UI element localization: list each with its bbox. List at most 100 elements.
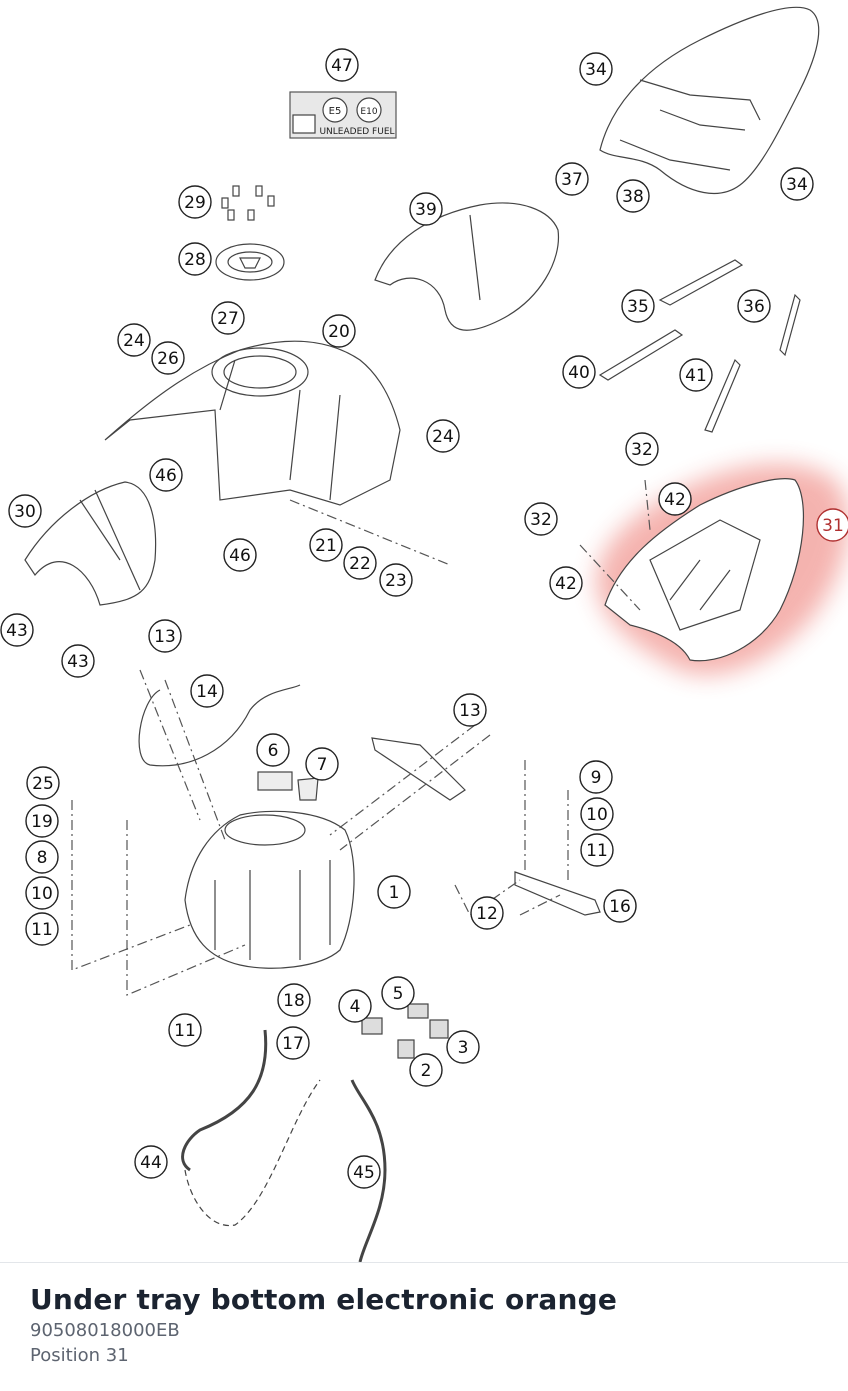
callout-25[interactable]: 25 bbox=[26, 766, 60, 800]
callout-number: 16 bbox=[609, 897, 631, 917]
fuel-tank bbox=[184, 810, 355, 969]
callout-17[interactable]: 17 bbox=[276, 1026, 310, 1060]
callout-28[interactable]: 28 bbox=[178, 242, 212, 276]
callout-number: 5 bbox=[393, 984, 404, 1004]
callout-number: 42 bbox=[555, 574, 577, 594]
callout-circle bbox=[178, 185, 212, 219]
callout-number: 37 bbox=[561, 170, 583, 190]
callout-43[interactable]: 43 bbox=[61, 644, 95, 678]
part-title: Under tray bottom electronic orange bbox=[30, 1283, 618, 1316]
cable-14 bbox=[138, 684, 301, 767]
callout-20[interactable]: 20 bbox=[322, 314, 356, 348]
screws-29 bbox=[221, 185, 275, 221]
callout-19[interactable]: 19 bbox=[25, 804, 59, 838]
callout-circle bbox=[223, 538, 257, 572]
under-tray bbox=[604, 478, 804, 662]
callout-6[interactable]: 6 bbox=[256, 733, 290, 767]
callout-13[interactable]: 13 bbox=[453, 693, 487, 727]
callout-46[interactable]: 46 bbox=[223, 538, 257, 572]
callout-number: 1 bbox=[389, 883, 400, 903]
callout-9[interactable]: 9 bbox=[579, 760, 613, 794]
callout-35[interactable]: 35 bbox=[621, 289, 655, 323]
callout-34[interactable]: 34 bbox=[579, 52, 613, 86]
callout-32[interactable]: 32 bbox=[625, 432, 659, 466]
callout-circle bbox=[134, 1145, 168, 1179]
callout-2[interactable]: 2 bbox=[409, 1053, 443, 1087]
callout-31[interactable]: 31 bbox=[816, 508, 848, 542]
callout-30[interactable]: 30 bbox=[8, 494, 42, 528]
part-6 bbox=[257, 771, 293, 791]
callout-circle bbox=[409, 192, 443, 226]
callout-42[interactable]: 42 bbox=[549, 566, 583, 600]
callout-32[interactable]: 32 bbox=[524, 502, 558, 536]
callout-number: 9 bbox=[591, 768, 602, 788]
part-position: Position 31 bbox=[30, 1345, 129, 1366]
callout-circle bbox=[168, 1013, 202, 1047]
callout-24[interactable]: 24 bbox=[117, 323, 151, 357]
callout-13[interactable]: 13 bbox=[148, 619, 182, 653]
fuel-sticker: E5 E10 UNLEADED FUEL bbox=[289, 91, 397, 139]
assembly-lines bbox=[71, 479, 651, 996]
callout-37[interactable]: 37 bbox=[555, 162, 589, 196]
callout-8[interactable]: 8 bbox=[25, 840, 59, 874]
fuel-e5: E5 bbox=[329, 106, 342, 117]
callout-7[interactable]: 7 bbox=[305, 747, 339, 781]
callout-43[interactable]: 43 bbox=[0, 613, 34, 647]
callout-24[interactable]: 24 bbox=[426, 419, 460, 453]
callout-circle bbox=[325, 48, 359, 82]
callout-1[interactable]: 1 bbox=[377, 875, 411, 909]
pump-bracket bbox=[371, 737, 466, 801]
callout-38[interactable]: 38 bbox=[616, 179, 650, 213]
callout-23[interactable]: 23 bbox=[379, 563, 413, 597]
callout-22[interactable]: 22 bbox=[343, 546, 377, 580]
callout-10[interactable]: 10 bbox=[580, 797, 614, 831]
callout-40[interactable]: 40 bbox=[562, 355, 596, 389]
callout-46[interactable]: 46 bbox=[149, 458, 183, 492]
callout-number: 30 bbox=[14, 502, 36, 522]
callout-45[interactable]: 45 bbox=[347, 1155, 381, 1189]
callout-27[interactable]: 27 bbox=[211, 301, 245, 335]
callout-circle bbox=[117, 323, 151, 357]
callout-10[interactable]: 10 bbox=[25, 876, 59, 910]
callout-18[interactable]: 18 bbox=[277, 983, 311, 1017]
callout-number: 40 bbox=[568, 363, 590, 383]
callout-39[interactable]: 39 bbox=[409, 192, 443, 226]
callout-circle bbox=[338, 989, 372, 1023]
callout-14[interactable]: 14 bbox=[190, 674, 224, 708]
callout-41[interactable]: 41 bbox=[679, 358, 713, 392]
callout-42[interactable]: 42 bbox=[658, 482, 692, 516]
callout-circle bbox=[25, 840, 59, 874]
callout-29[interactable]: 29 bbox=[178, 185, 212, 219]
callout-3[interactable]: 3 bbox=[446, 1030, 480, 1064]
callout-number: 39 bbox=[415, 200, 437, 220]
callout-number: 45 bbox=[353, 1163, 375, 1183]
callout-number: 46 bbox=[155, 466, 177, 486]
callout-circle bbox=[621, 289, 655, 323]
callout-circle bbox=[309, 528, 343, 562]
callout-26[interactable]: 26 bbox=[151, 341, 185, 375]
callout-44[interactable]: 44 bbox=[134, 1145, 168, 1179]
callout-11[interactable]: 11 bbox=[168, 1013, 202, 1047]
callout-number: 10 bbox=[31, 884, 53, 904]
callout-11[interactable]: 11 bbox=[25, 912, 59, 946]
callout-36[interactable]: 36 bbox=[737, 289, 771, 323]
callout-21[interactable]: 21 bbox=[309, 528, 343, 562]
callout-number: 43 bbox=[67, 652, 89, 672]
callout-4[interactable]: 4 bbox=[338, 989, 372, 1023]
callout-circle bbox=[549, 566, 583, 600]
callout-34[interactable]: 34 bbox=[780, 167, 814, 201]
callout-number: 4 bbox=[350, 997, 361, 1017]
callout-number: 32 bbox=[631, 440, 653, 460]
callout-12[interactable]: 12 bbox=[470, 896, 504, 930]
callout-circle bbox=[470, 896, 504, 930]
callout-circle bbox=[816, 508, 848, 542]
callout-number: 43 bbox=[6, 621, 28, 641]
callout-circle bbox=[579, 52, 613, 86]
callout-11[interactable]: 11 bbox=[580, 833, 614, 867]
callout-number: 23 bbox=[385, 571, 407, 591]
callout-5[interactable]: 5 bbox=[381, 976, 415, 1010]
callout-47[interactable]: 47 bbox=[325, 48, 359, 82]
callout-circle bbox=[679, 358, 713, 392]
callout-16[interactable]: 16 bbox=[603, 889, 637, 923]
